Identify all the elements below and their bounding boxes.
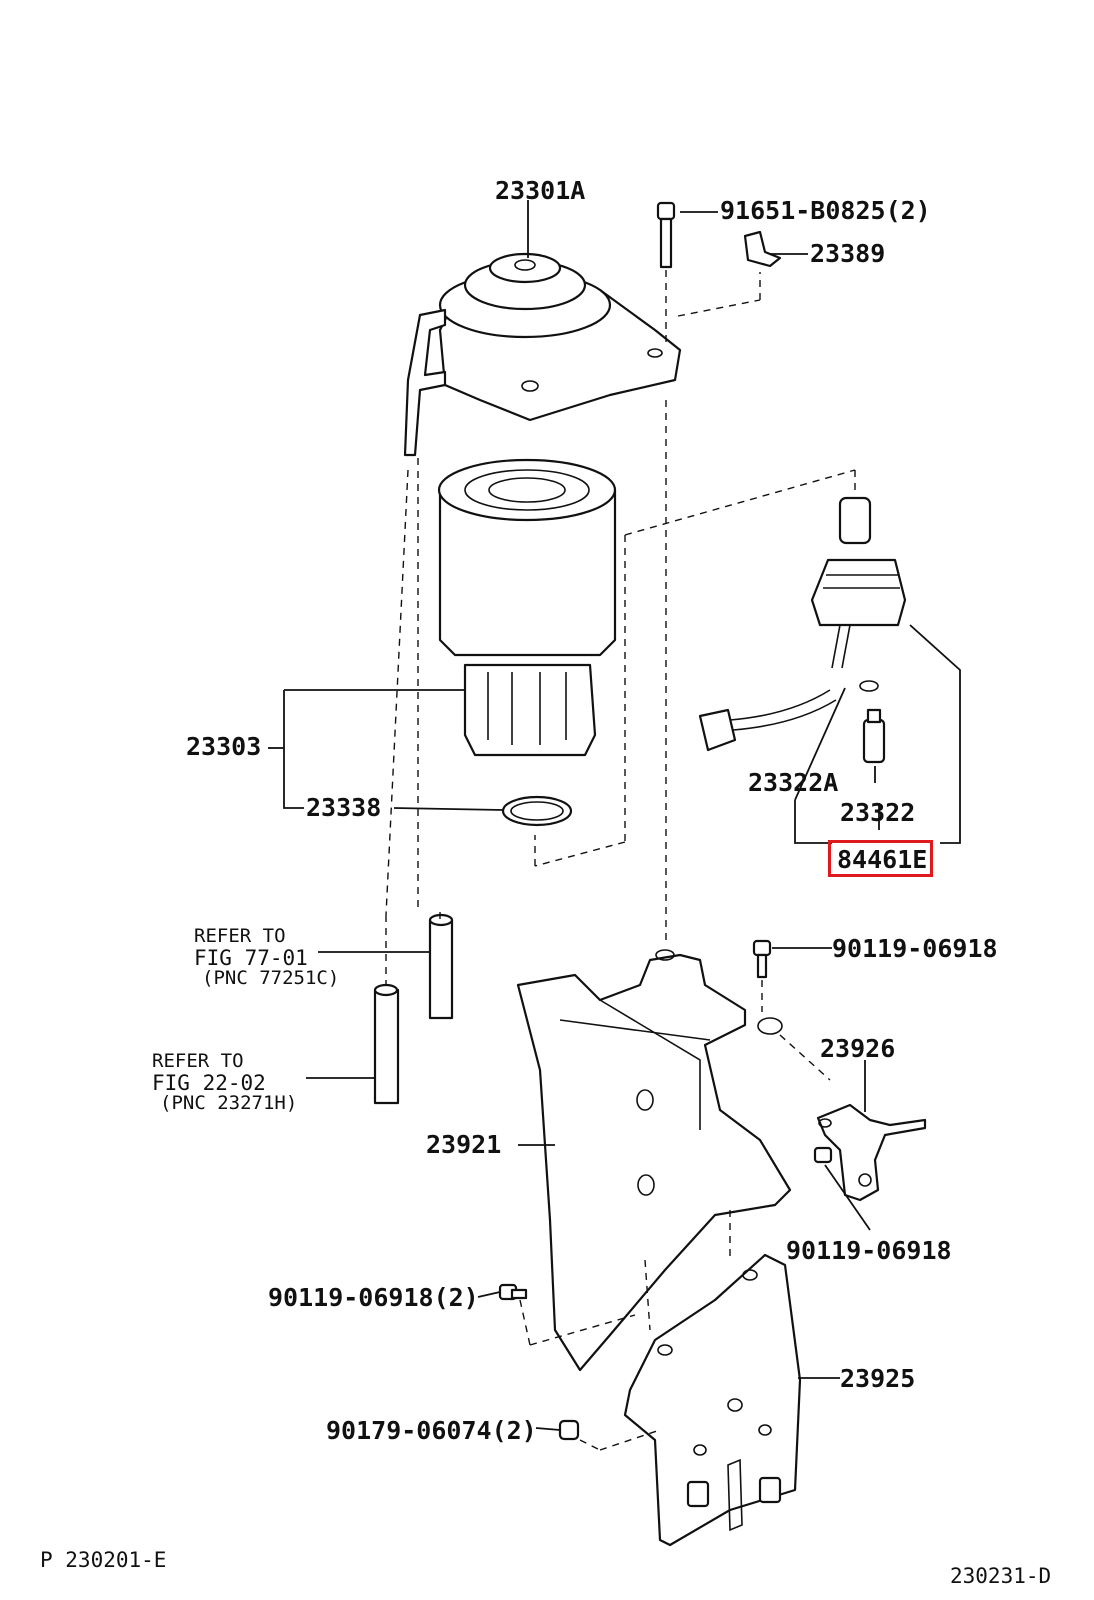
label-23322A[interactable]: 23322A xyxy=(748,768,839,797)
reference-line-3: (PNC 77251C) xyxy=(202,966,340,989)
clamp-23926 xyxy=(816,1103,927,1202)
leader-lines xyxy=(268,200,961,1431)
bolt-91651 xyxy=(656,201,676,269)
reference-note-fig-22-02: REFER TO FIG 22-02 (PNC 23271H) xyxy=(152,1050,298,1114)
label-23926[interactable]: 23926 xyxy=(820,1034,896,1063)
footer-figure-code-left: P 230201-E xyxy=(40,1548,167,1572)
label-23921[interactable]: 23921 xyxy=(426,1130,502,1159)
nut-90179 xyxy=(558,1419,580,1441)
reference-line-1: REFER TO xyxy=(152,1050,244,1072)
hose-tubes xyxy=(373,913,454,1105)
bracket-23921 xyxy=(516,949,792,1372)
filter-element xyxy=(437,458,617,757)
footer-figure-code-right: 230231-D xyxy=(950,1564,1052,1588)
dashed-alignment-lines xyxy=(385,270,856,1451)
clip-23389 xyxy=(743,230,782,268)
label-23303[interactable]: 23303 xyxy=(186,732,262,761)
reference-line-2: FIG 22-02 xyxy=(152,1070,266,1095)
filter-head xyxy=(403,252,682,457)
bolt-90119-top xyxy=(752,939,772,979)
label-91651-B0825[interactable]: 91651-B0825(2) xyxy=(720,196,931,225)
label-90119-06918-top[interactable]: 90119-06918 xyxy=(832,934,998,963)
reference-line-2: FIG 77-01 xyxy=(194,945,308,970)
reference-note-fig-77-01: REFER TO FIG 77-01 (PNC 77251C) xyxy=(194,925,340,989)
reference-line-3: (PNC 23271H) xyxy=(160,1091,298,1114)
label-23301A[interactable]: 23301A xyxy=(495,176,586,205)
label-90179-06074[interactable]: 90179-06074(2) xyxy=(326,1416,537,1445)
label-23322[interactable]: 23322 xyxy=(840,798,916,827)
sensor-assembly xyxy=(698,496,907,764)
bracket-23925 xyxy=(623,1253,802,1547)
bolt-90119-right xyxy=(813,1146,833,1164)
reference-line-1: REFER TO xyxy=(194,925,286,947)
label-23338[interactable]: 23338 xyxy=(306,793,382,822)
label-23389[interactable]: 23389 xyxy=(810,239,886,268)
label-90119-06918-right[interactable]: 90119-06918 xyxy=(786,1236,952,1265)
label-90119-06918-left[interactable]: 90119-06918(2) xyxy=(268,1283,479,1312)
label-84461E-highlighted[interactable]: 84461E xyxy=(828,840,934,877)
label-23925[interactable]: 23925 xyxy=(840,1364,916,1393)
